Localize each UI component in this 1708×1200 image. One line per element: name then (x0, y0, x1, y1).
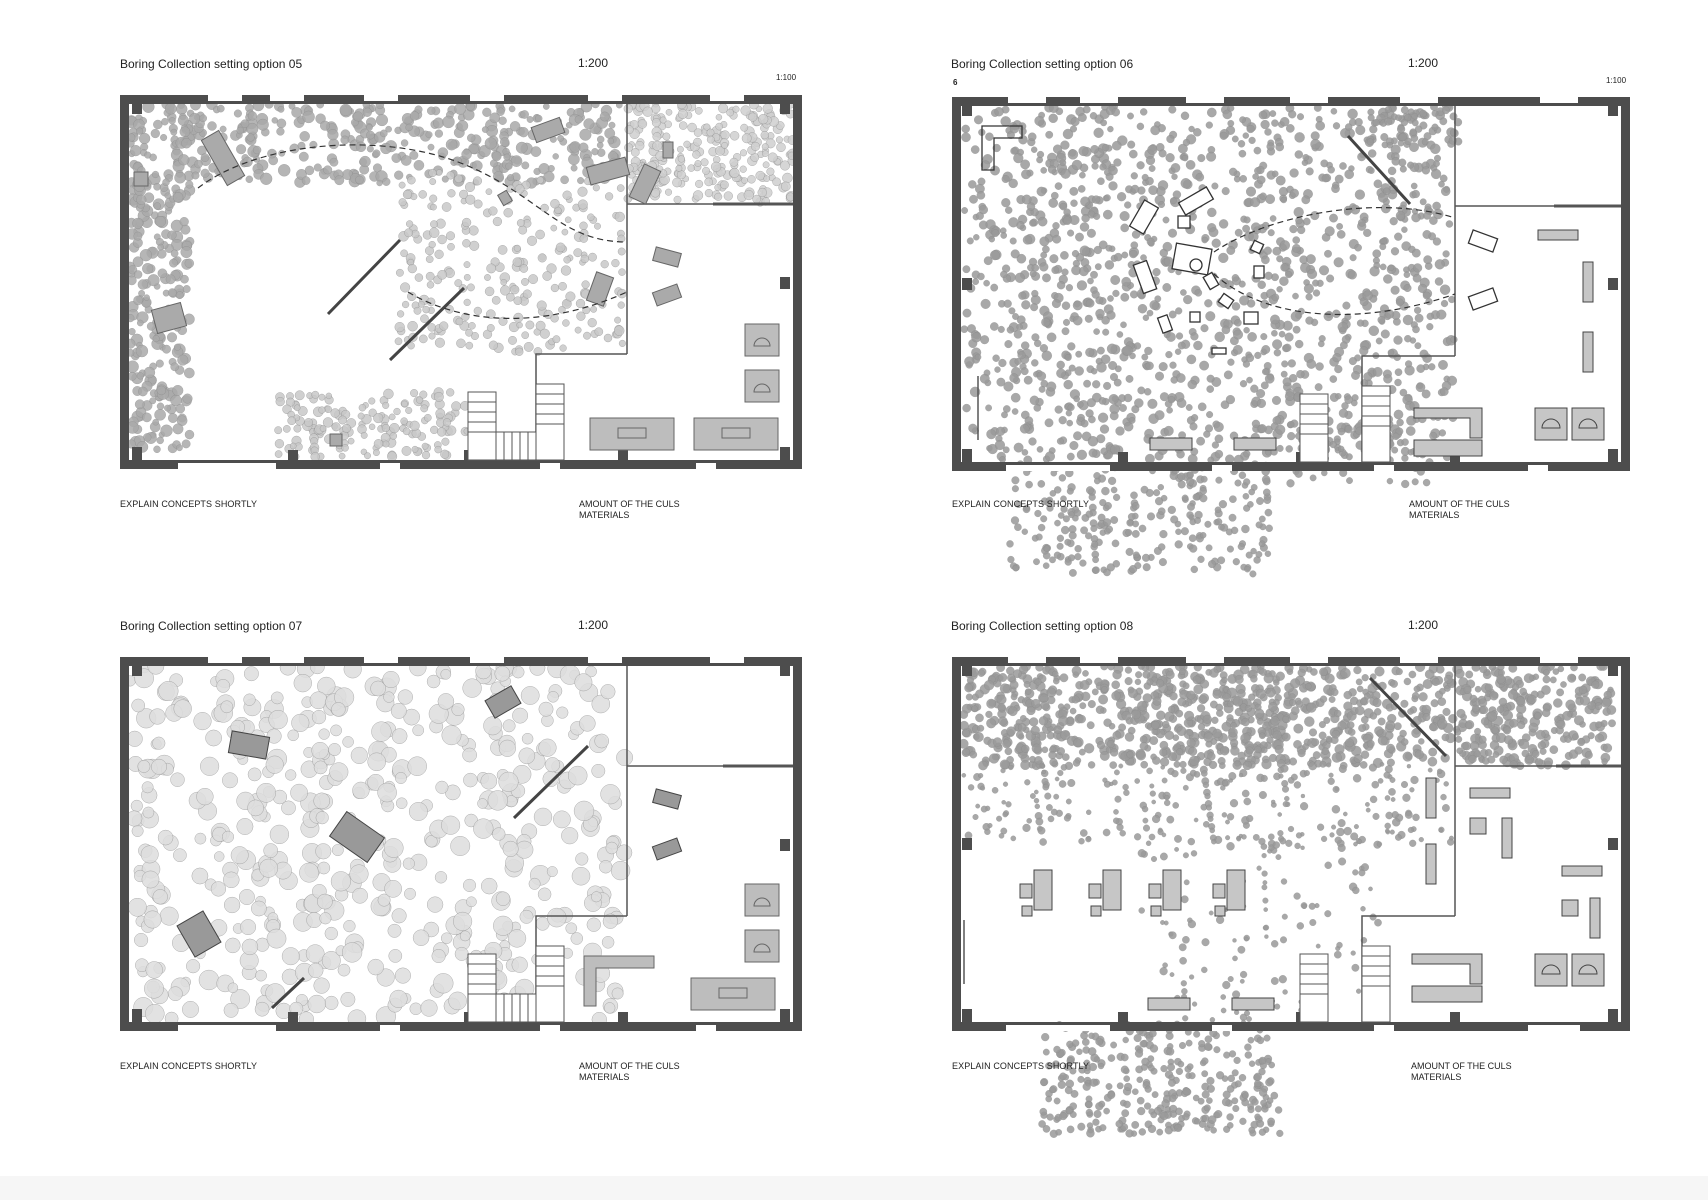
panel-title: Boring Collection setting option 07 (120, 619, 303, 633)
exhibit-tables (1149, 229, 1605, 457)
amount-label: AMOUNT OF THE CULS MATERIALS (579, 499, 680, 521)
panel-title: Boring Collection setting option 06 (951, 57, 1134, 71)
amount-label-line1: AMOUNT OF THE CULS (579, 499, 680, 509)
amount-label-line1: AMOUNT OF THE CULS (1411, 1061, 1512, 1071)
amount-label-line2: MATERIALS (1409, 510, 1460, 520)
circulation-path (197, 144, 628, 243)
display-objects (981, 125, 1499, 355)
amount-label: AMOUNT OF THE CULS MATERIALS (1411, 1061, 1512, 1083)
interior-rooms (977, 106, 1621, 462)
display-objects (133, 116, 683, 447)
scale-label: 1:200 (578, 56, 609, 70)
concepts-label: EXPLAIN CONCEPTS SHORTLY (120, 1061, 258, 1071)
stairs (467, 945, 565, 1023)
foliage-layer (124, 657, 633, 1028)
exhibit-tables (589, 323, 780, 451)
windows (1006, 657, 1580, 1031)
walls (120, 657, 802, 1031)
amount-label-line2: MATERIALS (579, 1072, 630, 1082)
windows (178, 95, 744, 469)
circulation-path-lower (407, 291, 628, 319)
scale-label: 1:200 (1408, 56, 1439, 70)
bottom-strip (0, 1176, 1708, 1200)
display-objects (176, 685, 683, 958)
panel-title: Boring Collection setting option 05 (120, 57, 303, 71)
concepts-label: EXPLAIN CONCEPTS SHORTLY (952, 1061, 1090, 1071)
floor-plan (952, 657, 1630, 1138)
amount-label-line2: MATERIALS (1411, 1072, 1462, 1082)
partition-walls (326, 238, 466, 362)
amount-label-line1: AMOUNT OF THE CULS (1409, 499, 1510, 509)
page-number: 6 (953, 78, 958, 87)
concepts-label: EXPLAIN CONCEPTS SHORTLY (952, 499, 1090, 509)
partition-walls (270, 744, 590, 1010)
scale-label: 1:200 (578, 618, 609, 632)
foliage-layer (958, 661, 1617, 1138)
scale-label: 1:200 (1408, 618, 1439, 632)
stairs (467, 383, 565, 461)
windows (1006, 97, 1578, 471)
amount-label: AMOUNT OF THE CULS MATERIALS (1409, 499, 1510, 521)
floor-plan (952, 97, 1630, 578)
partition-walls (1346, 134, 1412, 206)
interior-rooms (535, 666, 793, 1022)
stairs (1299, 385, 1391, 463)
scale-label-small: 1:100 (1606, 76, 1627, 85)
amount-label-line2: MATERIALS (579, 510, 630, 520)
amount-label: AMOUNT OF THE CULS MATERIALS (579, 1061, 680, 1083)
floor-plan (120, 95, 802, 469)
windows (178, 657, 744, 1031)
exhibit-tables (583, 883, 780, 1011)
stairs (1299, 945, 1391, 1023)
circulation-path (1213, 206, 1456, 253)
exhibit-tables (1019, 777, 1605, 1011)
amount-label-line1: AMOUNT OF THE CULS (579, 1061, 680, 1071)
panel-title: Boring Collection setting option 08 (951, 619, 1134, 633)
scale-label-small: 1:100 (776, 73, 797, 82)
partition-walls (1368, 676, 1448, 758)
concepts-label: EXPLAIN CONCEPTS SHORTLY (120, 499, 258, 509)
floor-plan (120, 657, 802, 1031)
walls (120, 95, 802, 469)
